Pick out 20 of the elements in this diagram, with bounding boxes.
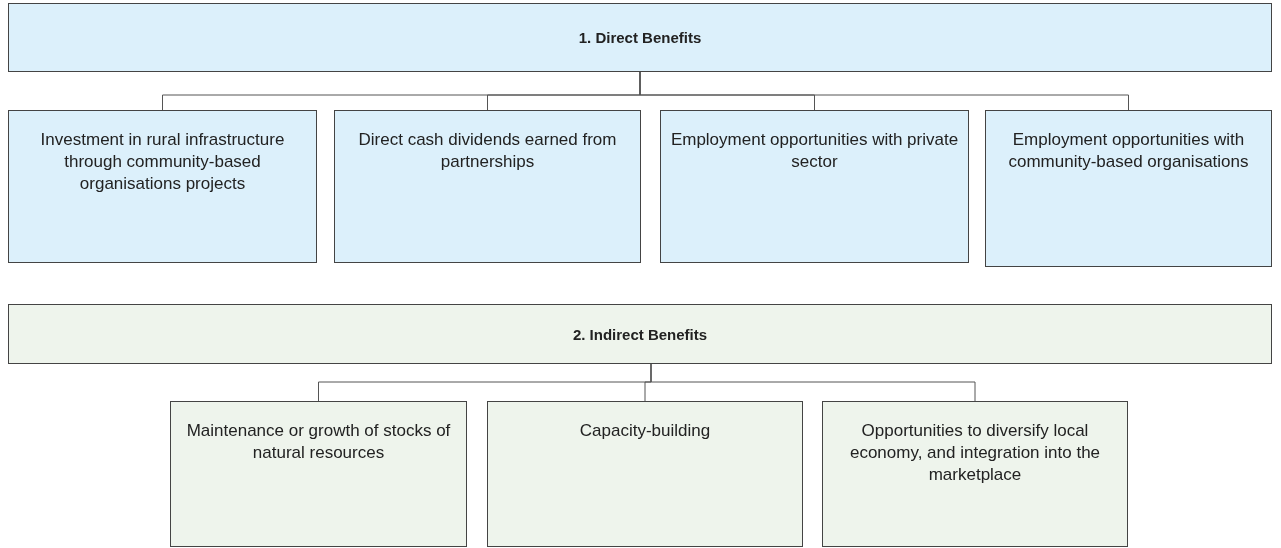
benefit-box — [660, 110, 969, 263]
benefit-text: Employment opportunities with private sector — [669, 129, 960, 173]
heading-text: 1. Direct Benefits — [578, 29, 702, 46]
benefit-text: Employment opportunities with community-based organisations — [1007, 129, 1250, 173]
benefit-text: Capacity-building — [579, 420, 711, 442]
benefit-box — [985, 110, 1272, 267]
connector-line — [639, 71, 1129, 111]
benefit-box — [334, 110, 641, 263]
benefit-text: Maintenance or growth of stocks of natural resources — [185, 420, 452, 464]
benefit-text: Direct cash dividends earned from partnerships — [357, 129, 618, 173]
connector-line — [650, 363, 976, 402]
benefit-text: Investment in rural infrastructure through community-based organisations projects — [39, 129, 286, 195]
benefit-box — [487, 401, 803, 547]
benefit-box — [822, 401, 1128, 547]
benefit-box — [8, 110, 317, 263]
header-box — [8, 304, 1272, 364]
heading-text: 2. Indirect Benefits — [572, 325, 708, 343]
header-box — [8, 3, 1272, 72]
benefit-text: Opportunities to diversify local economy, and integration into the marketplace — [848, 420, 1102, 486]
benefit-box — [170, 401, 467, 547]
